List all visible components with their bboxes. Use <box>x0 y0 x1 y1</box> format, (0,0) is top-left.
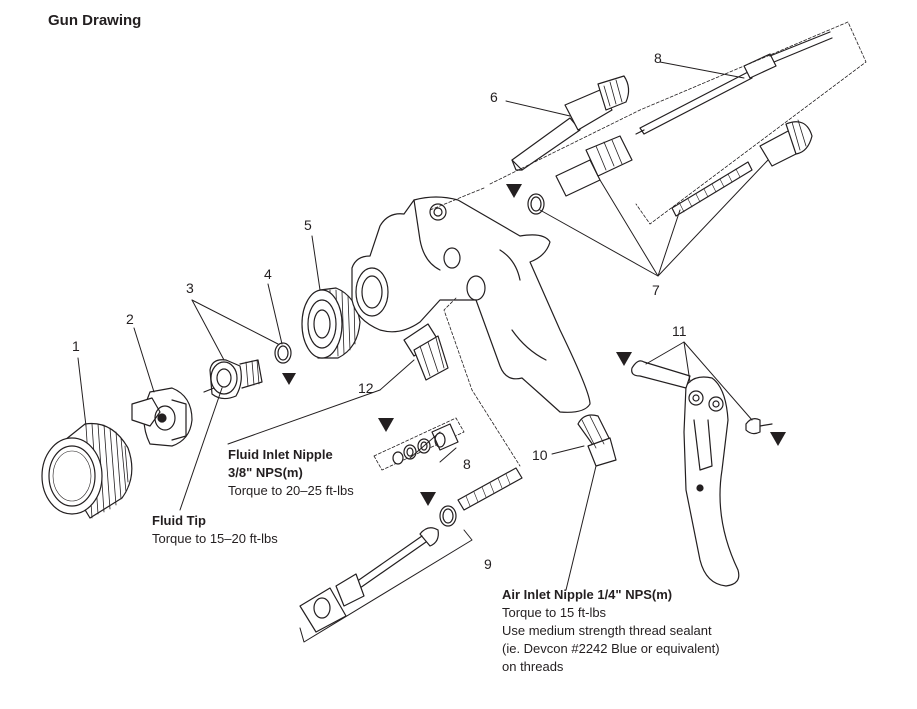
air-inlet-torque: Torque to 15 ft-lbs <box>502 605 607 620</box>
air-inlet-heading: Air Inlet Nipple 1/4" NPS(m) <box>502 587 673 602</box>
fluid-inlet-heading-1: Fluid Inlet Nipple <box>228 447 333 462</box>
callout-5: 5 <box>304 217 312 233</box>
callout-1: 1 <box>72 338 80 354</box>
callout-2: 2 <box>126 311 134 327</box>
air-inlet-sealant-2: (ie. Devcon #2242 Blue or equivalent) <box>502 641 720 656</box>
callout-8-top: 8 <box>654 50 662 66</box>
air-inlet-sealant-1: Use medium strength thread sealant <box>502 623 712 638</box>
trigger-part <box>631 360 773 587</box>
callout-6: 6 <box>490 89 498 105</box>
page-title: Gun Drawing <box>48 12 142 29</box>
callout-8-lower: 8 <box>463 456 471 472</box>
fluid-inlet-heading-2: 3/8" NPS(m) <box>228 465 303 480</box>
fluid-tip-note: Fluid Tip Torque to 15–20 ft-lbs <box>152 512 278 548</box>
leader-lines <box>77 61 769 591</box>
callout-9: 9 <box>484 556 492 572</box>
fluid-inlet-note: Fluid Inlet Nipple 3/8" NPS(m) Torque to… <box>228 446 354 500</box>
fluid-tip-torque: Torque to 15–20 ft-lbs <box>152 531 278 546</box>
air-inlet-note: Air Inlet Nipple 1/4" NPS(m) Torque to 1… <box>502 586 720 676</box>
air-valve-assembly-part <box>527 119 813 217</box>
fluid-needle-part <box>635 31 833 135</box>
fluid-inlet-nipple-part <box>403 323 449 381</box>
baffle-part <box>301 287 361 359</box>
air-inlet-nipple-part <box>577 414 617 467</box>
air-inlet-sealant-3: on threads <box>502 659 564 674</box>
callout-12: 12 <box>358 380 374 396</box>
fluid-tip-part <box>203 359 263 400</box>
callout-11: 11 <box>672 323 687 339</box>
air-cap-ring-part <box>41 422 133 519</box>
attention-markers <box>282 184 786 506</box>
air-cap-part <box>131 387 193 447</box>
callout-7: 7 <box>652 282 660 298</box>
dashed-outline-top <box>429 21 867 225</box>
packing-part <box>511 75 630 171</box>
callout-10: 10 <box>532 447 548 463</box>
callout-4: 4 <box>264 266 272 282</box>
gun-body-part <box>351 196 591 413</box>
fluid-tip-heading: Fluid Tip <box>152 513 206 528</box>
callout-3: 3 <box>186 280 194 296</box>
needle-spring-part <box>299 467 523 633</box>
fluid-inlet-torque: Torque to 20–25 ft-lbs <box>228 483 354 498</box>
